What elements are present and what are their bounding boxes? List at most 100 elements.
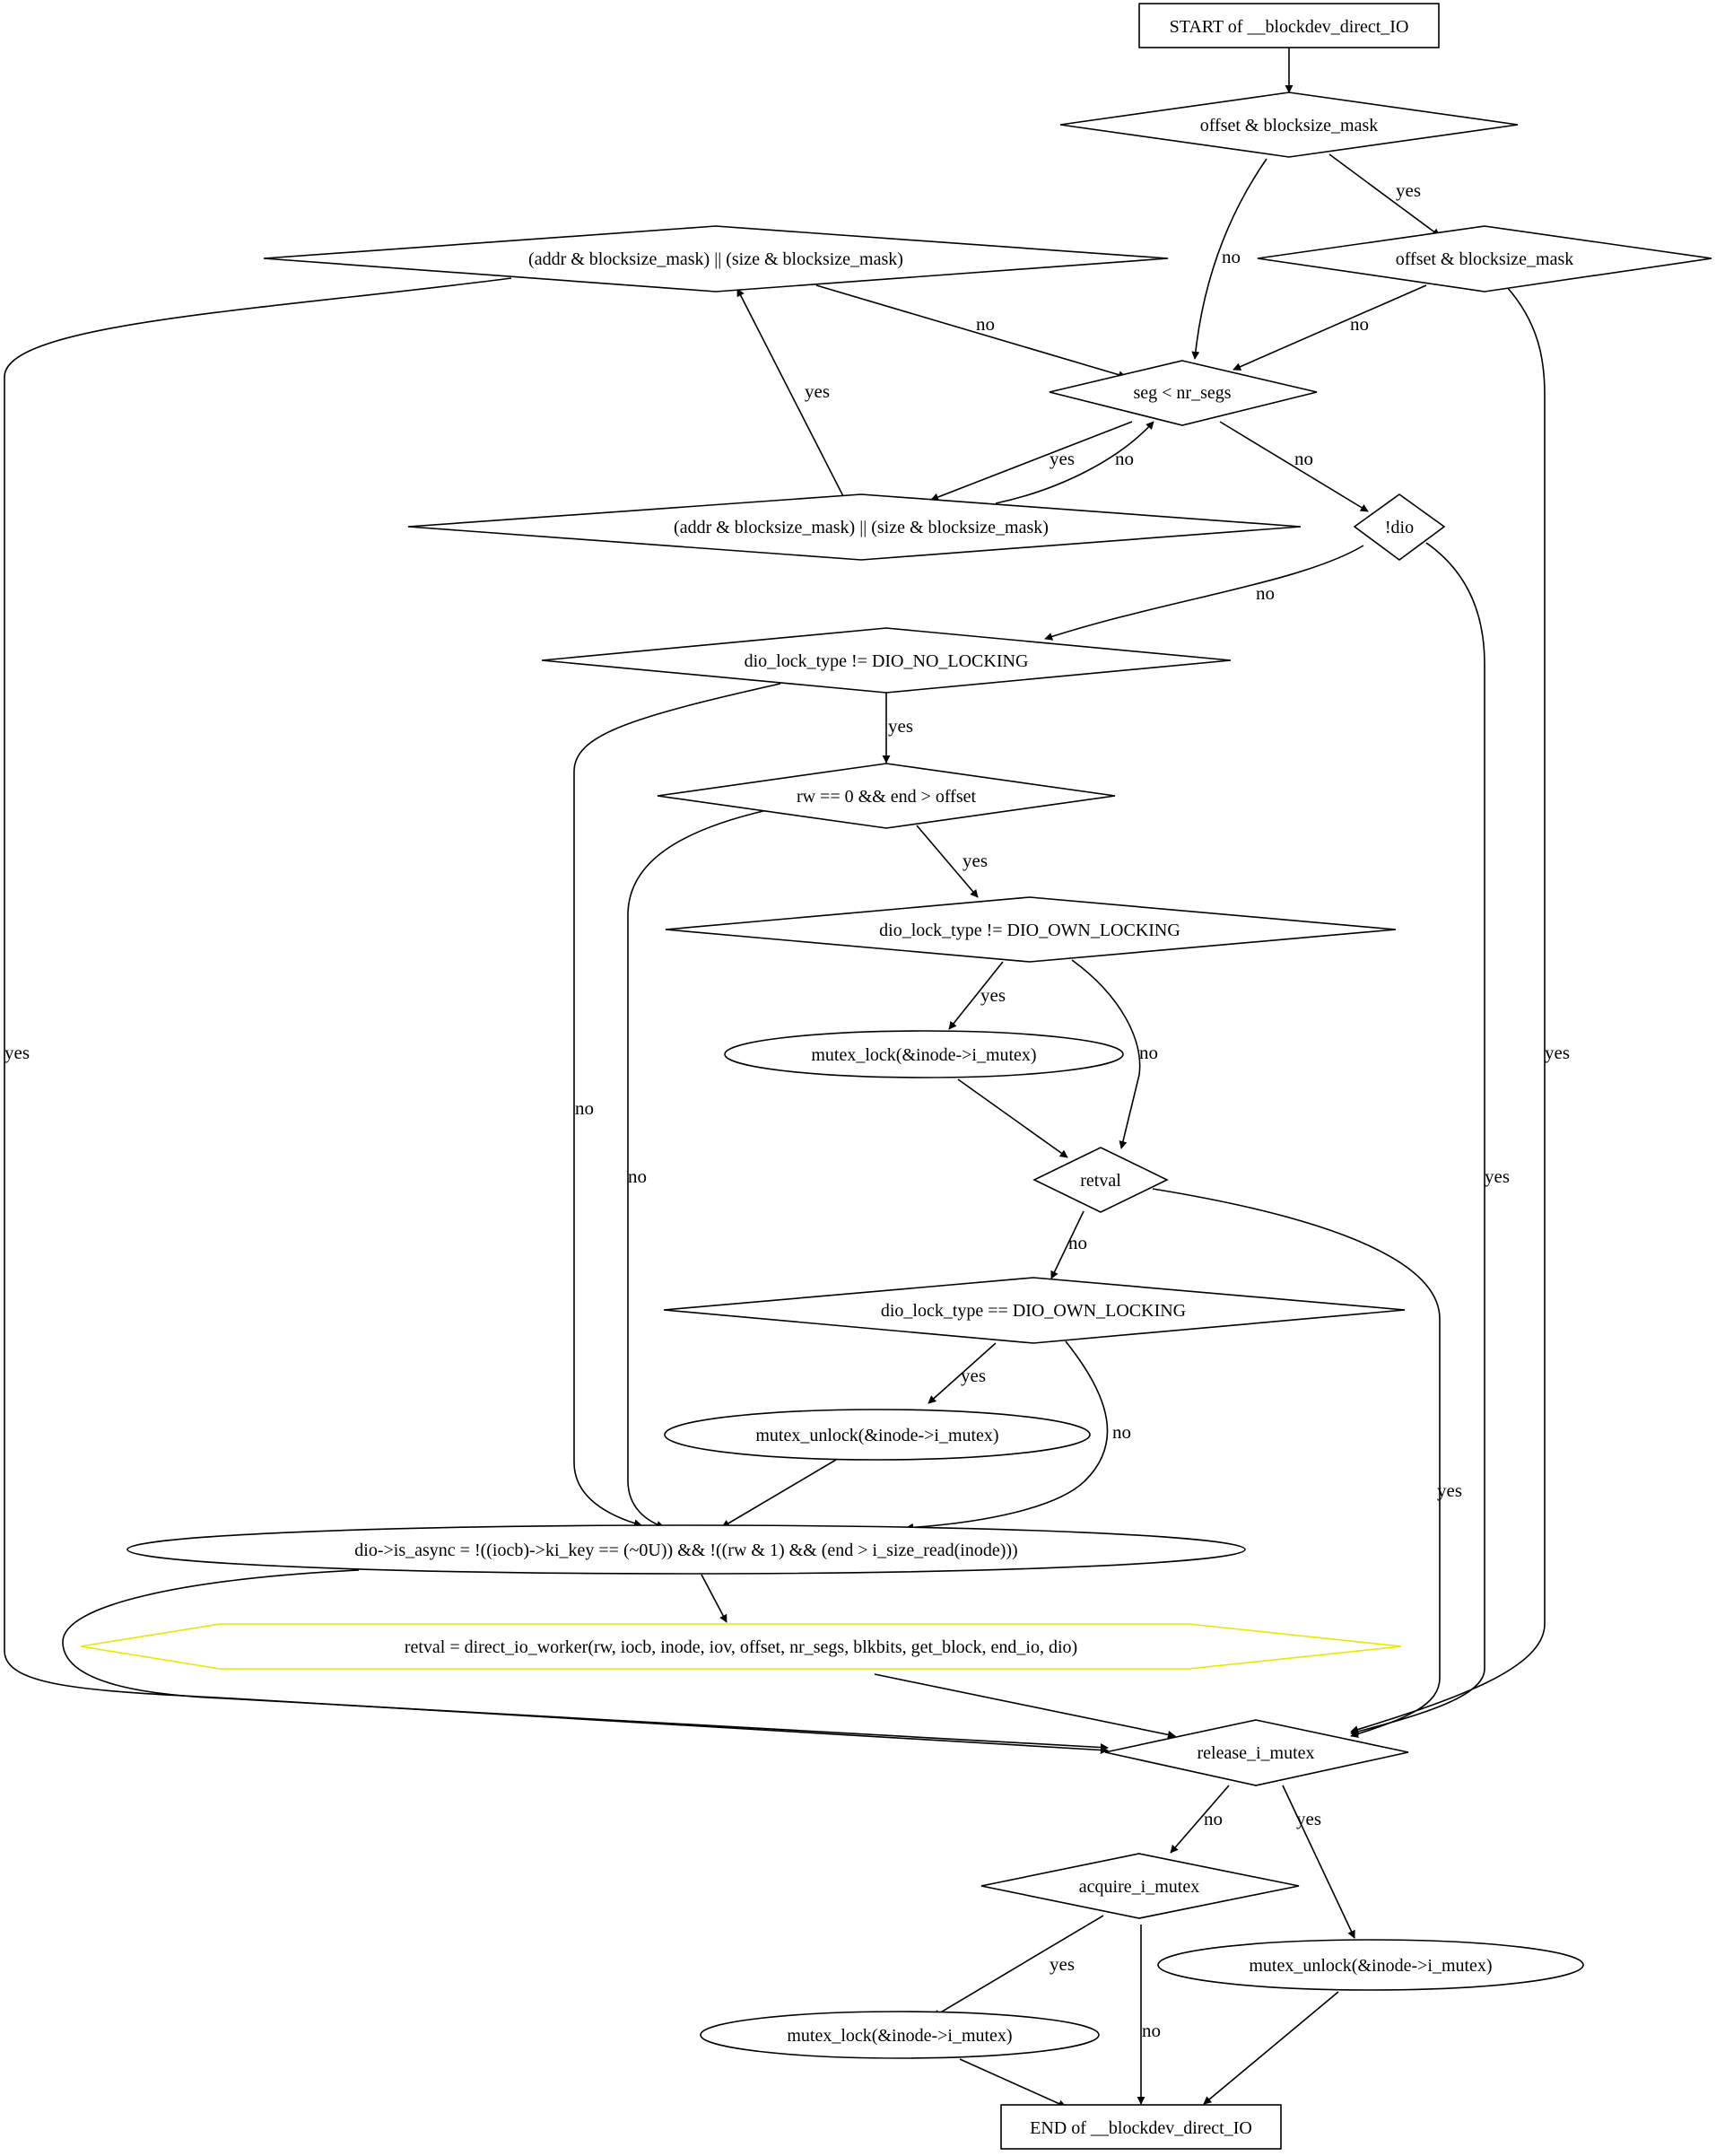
edge-owneq-to-mutexunlock1 xyxy=(928,1342,997,1404)
edge-label: yes xyxy=(1396,179,1421,201)
start-node: START of __blockdev_direct_IO xyxy=(1138,3,1440,48)
decision-addr-mask-loop: (addr & blocksize_mask) || (size & block… xyxy=(407,493,1302,561)
edge-notdio-to-release xyxy=(1350,542,1485,1736)
decision-offset-mask-2: offset & blocksize_mask xyxy=(1257,225,1712,292)
edge-label: no xyxy=(1204,1808,1223,1829)
edge-label: no xyxy=(1139,1042,1158,1063)
decision-dio-own-locking-ne: dio_lock_type != DIO_OWN_LOCKING xyxy=(665,896,1397,963)
decision-dio-own-locking-eq: dio_lock_type == DIO_OWN_LOCKING xyxy=(663,1277,1406,1344)
edge-release-to-acquire xyxy=(1170,1785,1230,1854)
decision-retval: retval xyxy=(1032,1147,1169,1213)
edge-offset1-to-offset2 xyxy=(1328,153,1441,237)
decision-label: retval xyxy=(1080,1171,1121,1191)
decision-label: seg < nr_segs xyxy=(1133,383,1231,403)
process-label: mutex_lock(&inode->i_mutex) xyxy=(811,1045,1036,1065)
edge-isasync-to-worker xyxy=(701,1574,727,1623)
process-mutex-unlock-2: mutex_unlock(&inode->i_mutex) xyxy=(1157,1939,1584,1991)
edge-label: yes xyxy=(1485,1165,1510,1187)
edge-label: no xyxy=(1294,448,1313,469)
edge-label: no xyxy=(976,313,995,335)
edge-notdio-to-dionolocking xyxy=(1044,545,1364,641)
edge-offset2-to-release xyxy=(1350,286,1546,1733)
edge-addrtop-to-seg xyxy=(815,284,1127,380)
process-label: mutex_lock(&inode->i_mutex) xyxy=(787,2026,1012,2046)
edge-addrloop-to-addrtop xyxy=(736,288,844,497)
edge-label: yes xyxy=(1050,1953,1075,1975)
process-label: mutex_unlock(&inode->i_mutex) xyxy=(755,1426,998,1445)
decision-addr-mask-top: (addr & blocksize_mask) || (size & block… xyxy=(263,225,1169,292)
process-label: retval = direct_io_worker(rw, iocb, inod… xyxy=(405,1637,1077,1657)
decision-seg-loop: seg < nr_segs xyxy=(1049,360,1318,426)
decision-rw-end-offset: rw == 0 && end > offset xyxy=(657,763,1116,829)
edge-label: no xyxy=(1115,448,1134,469)
decision-label: release_i_mutex xyxy=(1197,1743,1314,1763)
decision-label: (addr & blocksize_mask) || (size & block… xyxy=(674,518,1049,537)
process-mutex-unlock-1: mutex_unlock(&inode->i_mutex) xyxy=(664,1409,1091,1461)
decision-not-dio: !dio xyxy=(1353,493,1446,561)
decision-offset-mask-1: offset & blocksize_mask xyxy=(1059,92,1519,158)
edge-label: yes xyxy=(1437,1480,1462,1501)
edge-label: no xyxy=(575,1097,594,1119)
edge-label: yes xyxy=(1545,1042,1570,1063)
decision-label: rw == 0 && end > offset xyxy=(797,787,977,807)
decision-label: !dio xyxy=(1385,518,1414,537)
edge-label: yes xyxy=(963,850,988,871)
edge-release-to-mutexunlock2 xyxy=(1282,1785,1355,1939)
edge-retval-to-release xyxy=(1152,1188,1441,1738)
edge-label: no xyxy=(1142,2020,1161,2041)
process-mutex-lock-2: mutex_lock(&inode->i_mutex) xyxy=(700,2011,1100,2059)
edge-rwend-to-ownne xyxy=(916,825,979,898)
decision-label: offset & blocksize_mask xyxy=(1396,249,1573,269)
edge-label: yes xyxy=(888,715,913,737)
edge-addrloop-to-seg xyxy=(995,421,1154,504)
edge-label: yes xyxy=(805,380,830,402)
edge-offset2-to-seg xyxy=(1233,284,1427,371)
decision-release-i-mutex: release_i_mutex xyxy=(1104,1719,1409,1786)
process-direct-io-worker: retval = direct_io_worker(rw, iocb, inod… xyxy=(80,1623,1402,1670)
decision-dio-no-locking: dio_lock_type != DIO_NO_LOCKING xyxy=(541,627,1232,694)
edge-label: no xyxy=(1068,1232,1087,1253)
edge-label: yes xyxy=(4,1042,30,1063)
process-label: dio->is_async = !((iocb)->ki_key == (~0U… xyxy=(354,1541,1017,1560)
edge-label: no xyxy=(1350,313,1369,335)
process-mutex-lock-1: mutex_lock(&inode->i_mutex) xyxy=(724,1030,1124,1078)
edge-retval-to-owneq xyxy=(1050,1210,1084,1279)
edge-label: no xyxy=(628,1165,647,1187)
edge-rwend-to-isasync xyxy=(627,809,768,1529)
decision-label: dio_lock_type != DIO_OWN_LOCKING xyxy=(879,921,1180,940)
edge-label: yes xyxy=(1296,1808,1321,1829)
end-node: END of __blockdev_direct_IO xyxy=(1000,2104,1282,2150)
edge-offset1-to-seg xyxy=(1191,158,1267,360)
edge-ownne-to-mutexlock1 xyxy=(948,961,1004,1030)
decision-label: dio_lock_type != DIO_NO_LOCKING xyxy=(745,651,1029,671)
edge-label: no xyxy=(1222,246,1241,267)
decision-label: acquire_i_mutex xyxy=(1079,1877,1199,1897)
edge-label: yes xyxy=(1050,448,1075,469)
edge-acquire-to-mutexlock2 xyxy=(932,1915,1104,2018)
edge-mutexunlock1-to-isasync xyxy=(721,1459,837,1528)
edges: yes no no yes no yes yes no yes no no ye… xyxy=(4,48,1570,2108)
decision-label: (addr & blocksize_mask) || (size & block… xyxy=(528,249,903,269)
edge-label: yes xyxy=(980,984,1006,1006)
edge-seg-to-notdio xyxy=(1219,421,1369,512)
edge-isasync-to-release xyxy=(62,1569,1109,1752)
edge-owneq-to-isasync xyxy=(905,1340,1109,1532)
nodes: START of __blockdev_direct_IO offset & b… xyxy=(80,3,1712,2150)
edge-worker-to-release xyxy=(874,1673,1176,1739)
edge-label: no xyxy=(1112,1421,1131,1443)
process-is-async: dio->is_async = !((iocb)->ki_key == (~0U… xyxy=(126,1524,1246,1575)
start-label: START of __blockdev_direct_IO xyxy=(1170,17,1409,37)
edge-dionolocking-to-isasync xyxy=(573,683,781,1528)
process-label: mutex_unlock(&inode->i_mutex) xyxy=(1249,1956,1492,1976)
decision-acquire-i-mutex: acquire_i_mutex xyxy=(980,1853,1300,1919)
decision-label: dio_lock_type == DIO_OWN_LOCKING xyxy=(881,1301,1186,1321)
decision-label: offset & blocksize_mask xyxy=(1200,116,1378,135)
edge-label: yes xyxy=(961,1365,986,1386)
edge-ownne-to-retval xyxy=(1071,959,1141,1149)
edge-mutexlock2-to-end xyxy=(959,2058,1067,2108)
end-label: END of __blockdev_direct_IO xyxy=(1030,2118,1252,2138)
edge-seg-to-addrloop xyxy=(930,421,1133,502)
edge-mutexunlock2-to-end xyxy=(1203,1991,1339,2105)
edge-addrtop-to-release xyxy=(4,277,1109,1755)
